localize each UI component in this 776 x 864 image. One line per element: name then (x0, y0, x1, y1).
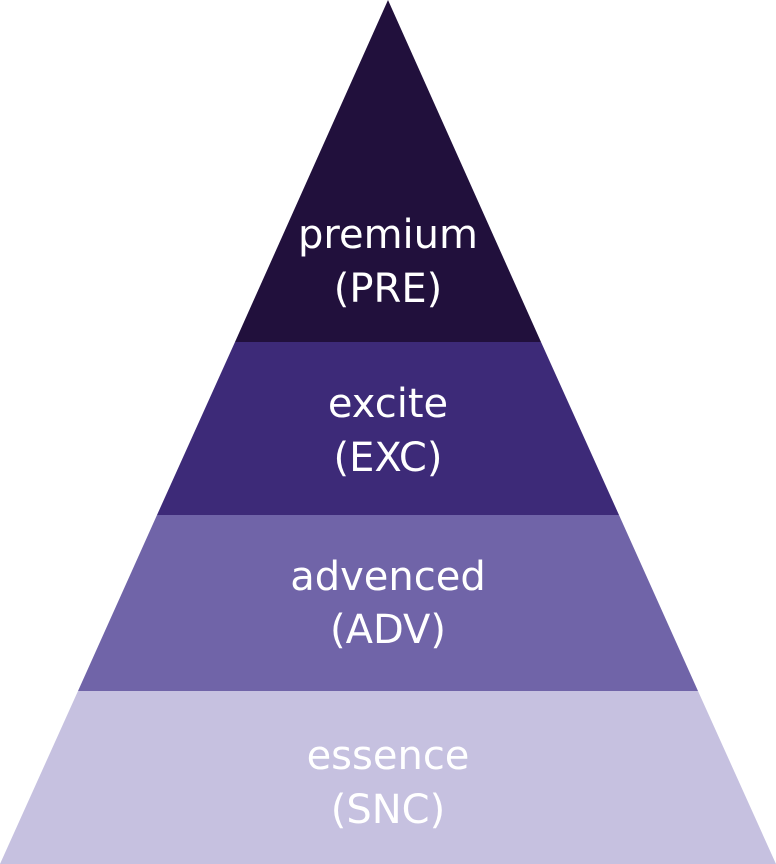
tier-advenced: advenced (ADV) (78, 515, 698, 691)
tier-essence: essence (SNC) (0, 691, 776, 864)
tier-essence-code: (SNC) (331, 787, 445, 833)
tier-excite: excite (EXC) (157, 342, 619, 515)
tier-excite-shape (157, 342, 619, 515)
tier-advenced-shape (78, 515, 698, 691)
tier-advenced-code: (ADV) (330, 607, 446, 653)
tier-excite-code: (EXC) (334, 435, 443, 481)
tier-essence-shape (0, 691, 776, 864)
tier-premium: premium (PRE) (235, 0, 541, 342)
tier-premium-name: premium (298, 212, 478, 258)
tier-excite-name: excite (328, 381, 448, 427)
tier-premium-shape (235, 0, 541, 342)
tier-advenced-name: advenced (290, 554, 486, 600)
tier-essence-name: essence (307, 733, 470, 779)
tier-premium-code: (PRE) (334, 266, 442, 312)
